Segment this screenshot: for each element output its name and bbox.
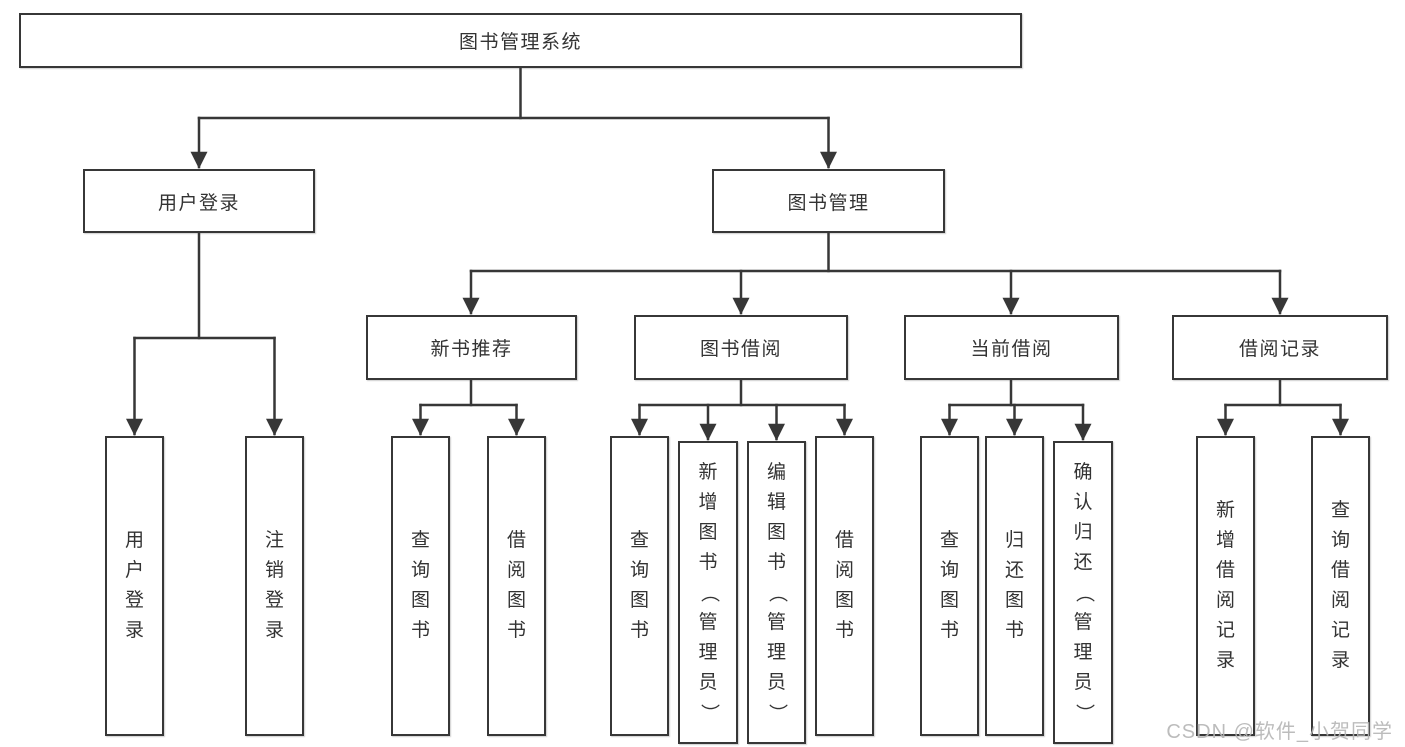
leaf-logout: 注销登录 [245, 436, 304, 736]
leaf-label: 查询图书 [410, 530, 430, 641]
leaf-label: 借阅图书 [834, 530, 854, 641]
leaf-borrow-books-newbook: 借阅图书 [487, 436, 546, 736]
leaf-label: 归还图书 [1004, 530, 1024, 641]
leaf-label: 用户登录 [124, 530, 144, 641]
node-current-borrowing: 当前借阅 [904, 315, 1119, 380]
leaf-label: 借阅图书 [506, 530, 526, 641]
leaf-label: 查询图书 [939, 530, 959, 641]
node-library-management-system: 图书管理系统 [19, 13, 1022, 68]
leaf-query-borrow-record: 查询借阅记录 [1311, 436, 1370, 736]
csdn-watermark: CSDN @软件_小贺同学 [1166, 721, 1393, 743]
leaf-confirm-return-admin: 确认归还（管理员） [1053, 441, 1113, 744]
node-book-borrowing: 图书借阅 [634, 315, 848, 380]
node-user-login: 用户登录 [83, 169, 315, 233]
node-new-book-recommendation: 新书推荐 [366, 315, 577, 380]
leaf-label: 确认归还（管理员） [1073, 461, 1094, 723]
leaf-label: 新增借阅记录 [1215, 500, 1235, 671]
leaf-label: 注销登录 [264, 530, 284, 641]
leaf-edit-books-admin: 编辑图书（管理员） [747, 441, 806, 744]
leaf-user-login: 用户登录 [105, 436, 164, 736]
leaf-label: 查询借阅记录 [1330, 500, 1350, 671]
leaf-query-books-current: 查询图书 [920, 436, 979, 736]
leaf-label: 查询图书 [629, 530, 649, 641]
leaf-query-books-borrowing: 查询图书 [610, 436, 669, 736]
leaf-query-books-newbook: 查询图书 [391, 436, 450, 736]
leaf-add-borrow-record: 新增借阅记录 [1196, 436, 1255, 736]
node-book-management: 图书管理 [712, 169, 945, 233]
node-borrowing-records: 借阅记录 [1172, 315, 1388, 380]
leaf-label: 编辑图书（管理员） [766, 461, 788, 723]
leaf-add-books-admin: 新增图书（管理员） [678, 441, 738, 744]
leaf-label: 新增图书（管理员） [698, 461, 719, 723]
leaf-borrow-books-borrowing: 借阅图书 [815, 436, 874, 736]
leaf-return-books: 归还图书 [985, 436, 1044, 736]
